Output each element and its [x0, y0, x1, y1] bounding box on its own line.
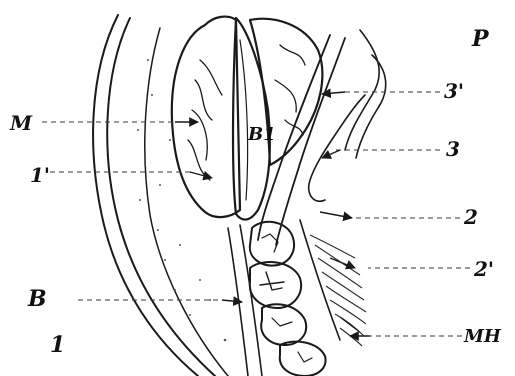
hatched-region [310, 235, 366, 346]
label-3prime: 3' [444, 79, 464, 103]
label-2prime: 2' [473, 257, 494, 281]
sac-structure [172, 17, 240, 218]
labels: P M 1' B 1 B1 3' 3 2 2' MH [9, 26, 502, 358]
label-B: B [27, 286, 47, 312]
label-B1: B1 [247, 124, 276, 145]
label-P: P [471, 26, 490, 52]
label-2: 2 [463, 205, 478, 229]
label-3: 3 [446, 137, 460, 161]
curled-structure [309, 95, 365, 201]
teeth-column [250, 222, 326, 376]
label-MH: MH [463, 326, 502, 347]
label-M: M [9, 111, 33, 135]
label-1: 1 [50, 332, 65, 358]
label-1prime: 1' [30, 163, 50, 187]
